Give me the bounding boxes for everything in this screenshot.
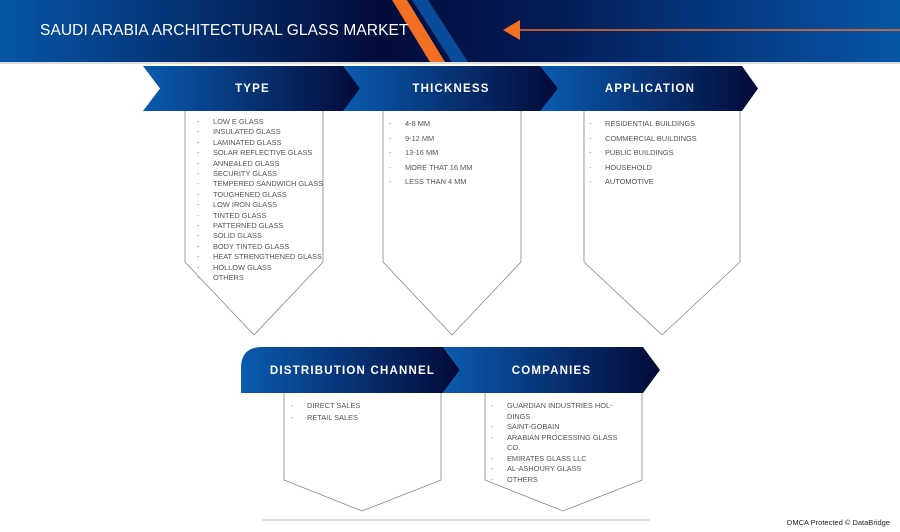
application-label: APPLICATION xyxy=(604,83,696,95)
application-chevron xyxy=(540,66,758,111)
list-item: LOW E GLASS xyxy=(197,117,327,128)
list-item: HEAT STRENGTHENED GLASS xyxy=(197,252,327,263)
list-item: LAMINATED GLASS xyxy=(197,138,327,149)
companies-chevron xyxy=(443,347,660,393)
list-item: SECURITY GLASS xyxy=(197,169,327,180)
orange-stripe xyxy=(392,0,445,62)
thickness-list: 4-8 MM9-12 MM13-16 MMMORE THAT 16 MMLESS… xyxy=(389,117,519,190)
type-list: LOW E GLASSINSULATED GLASSLAMINATED GLAS… xyxy=(197,117,327,284)
list-item: PUBLIC BUILDINGS xyxy=(589,146,739,161)
companies-label: COMPANIES xyxy=(511,365,592,377)
list-item: EMIRATES GLASS LLC xyxy=(491,454,621,465)
list-item: SOLID GLASS xyxy=(197,231,327,242)
list-item: 4-8 MM xyxy=(389,117,519,132)
list-item: ARABIAN PROCESSING GLASS CO. xyxy=(491,433,621,454)
thickness-label: THICKNESS xyxy=(412,83,490,95)
list-item: AUTOMOTIVE xyxy=(589,175,739,190)
list-item: GUARDIAN INDUSTRIES HOL-DINGS xyxy=(491,401,621,422)
type-label: TYPE xyxy=(235,83,270,95)
list-item: COMMERCIAL BUILDINGS xyxy=(589,132,739,147)
list-item: LOW IRON GLASS xyxy=(197,200,327,211)
application-list: RESIDENTIAL BUILDINGSCOMMERCIAL BUILDING… xyxy=(589,117,739,190)
list-item: MORE THAT 16 MM xyxy=(389,161,519,176)
type-chevron xyxy=(143,66,360,111)
list-item: INSULATED GLASS xyxy=(197,127,327,138)
page-title: SAUDI ARABIA ARCHITECTURAL GLASS MARKET xyxy=(40,22,409,39)
distribution-chevron xyxy=(241,347,460,393)
arrow-left-icon xyxy=(503,20,520,40)
dmca-notice: DMCA Protected © DataBridge xyxy=(786,518,890,527)
list-item: 9-12 MM xyxy=(389,132,519,147)
list-item: BODY TINTED GLASS xyxy=(197,242,327,253)
blue-stripe xyxy=(412,0,468,62)
list-item: SOLAR REFLECTIVE GLASS xyxy=(197,148,327,159)
thickness-chevron xyxy=(343,66,558,111)
list-item: RETAIL SALES xyxy=(291,412,431,424)
list-item: HOUSEHOLD xyxy=(589,161,739,176)
list-item: TEMPERED SANDWICH GLASS xyxy=(197,179,327,190)
list-item: PATTERNED GLASS xyxy=(197,221,327,232)
list-item: OTHERS xyxy=(197,273,327,284)
list-item: SAINT-GOBAIN xyxy=(491,422,621,433)
list-item: ANNEALED GLASS xyxy=(197,159,327,170)
list-item: LESS THAN 4 MM xyxy=(389,175,519,190)
list-item: HOLLOW GLASS xyxy=(197,263,327,274)
list-item: DIRECT SALES xyxy=(291,400,431,412)
list-item: AL-ASHOURY GLASS xyxy=(491,464,621,475)
list-item: 13-16 MM xyxy=(389,146,519,161)
distribution-list: DIRECT SALESRETAIL SALES xyxy=(291,400,431,423)
companies-list: GUARDIAN INDUSTRIES HOL-DINGSSAINT-GOBAI… xyxy=(491,401,621,485)
header-banner xyxy=(0,0,900,62)
list-item: OTHERS xyxy=(491,475,621,486)
list-item: TINTED GLASS xyxy=(197,211,327,222)
list-item: TOUGHENED GLASS xyxy=(197,190,327,201)
distribution-label: DISTRIBUTION CHANNEL xyxy=(269,365,436,377)
list-item: RESIDENTIAL BUILDINGS xyxy=(589,117,739,132)
